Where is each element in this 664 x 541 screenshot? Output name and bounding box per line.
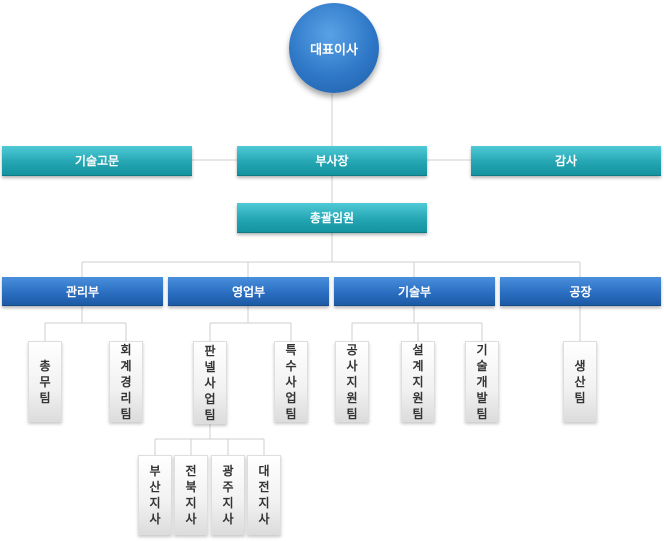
team-design-support: 설계지원팀 (401, 341, 435, 422)
branch-label: 광주지사 (222, 464, 234, 526)
team-tech-development: 기술개발팀 (465, 341, 499, 422)
dept-engineering: 기술부 (334, 277, 495, 306)
branch-jeonbuk: 전북지사 (174, 455, 208, 535)
team-label: 특수사업팀 (285, 342, 297, 421)
team-construction-support: 공사지원팀 (335, 341, 369, 422)
team-production: 생산팀 (563, 341, 597, 422)
team-label: 총무팀 (39, 358, 51, 405)
team-label: 기술개발팀 (476, 342, 488, 421)
dept-management: 관리부 (2, 277, 163, 306)
branch-label: 전북지사 (185, 464, 197, 526)
branch-label: 부산지사 (149, 464, 161, 526)
general-manager-box: 총괄임원 (237, 203, 427, 233)
team-general-affairs: 총무팀 (28, 341, 62, 422)
branch-busan: 부산지사 (138, 455, 172, 535)
ceo-node: 대표이사 (289, 3, 379, 93)
dept-sales: 영업부 (168, 277, 329, 306)
team-accounting: 회계경리팀 (109, 341, 143, 422)
advisor-box: 기술고문 (2, 146, 192, 176)
team-label: 생산팀 (574, 358, 586, 405)
team-label: 회계경리팀 (120, 342, 132, 421)
branch-gwangju: 광주지사 (211, 455, 245, 535)
team-label: 설계지원팀 (412, 342, 424, 421)
team-label: 공사지원팀 (346, 342, 358, 421)
audit-box: 감사 (471, 146, 661, 176)
dept-factory: 공장 (500, 277, 661, 306)
team-special-business: 특수사업팀 (274, 341, 308, 422)
vice-president-box: 부사장 (237, 146, 427, 176)
team-label: 판넬사업팀 (204, 343, 216, 422)
branch-label: 대전지사 (258, 464, 270, 526)
branch-daejeon: 대전지사 (247, 455, 281, 535)
team-panel-business: 판넬사업팀 (193, 341, 227, 424)
